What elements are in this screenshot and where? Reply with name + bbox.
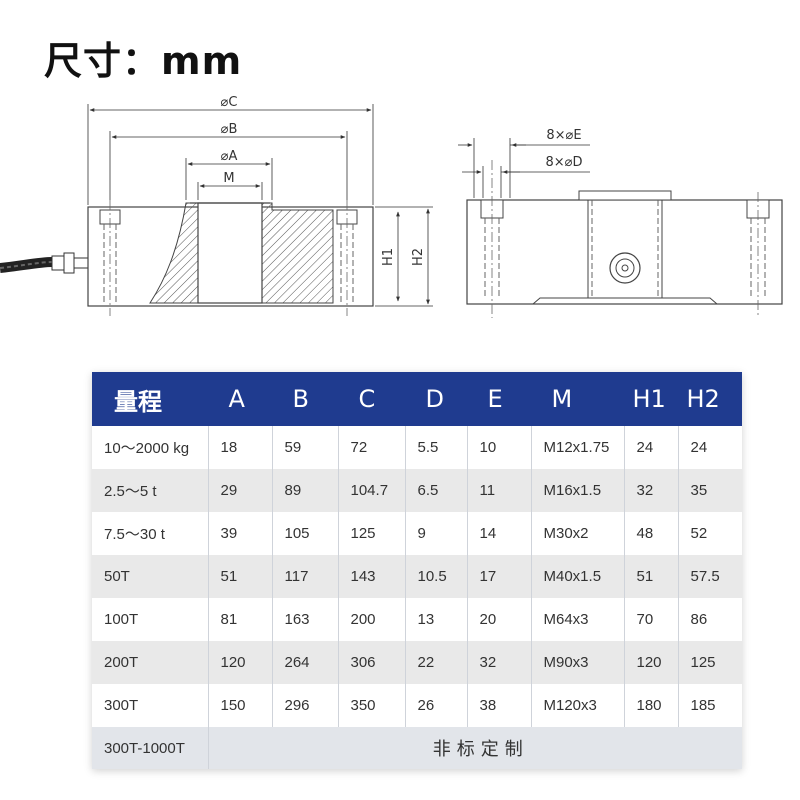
header-d: D bbox=[405, 372, 468, 426]
table-cell: 35 bbox=[678, 469, 742, 512]
table-cell: 2.5～5 t bbox=[92, 469, 209, 512]
table-cell: 9 bbox=[405, 512, 468, 555]
table-cell: M120x3 bbox=[531, 684, 625, 727]
table-cell: 7.5～30 t bbox=[92, 512, 209, 555]
spec-table: 量程 A B C D E M H1 H2 10～2000 kg 18 59 72… bbox=[92, 372, 742, 769]
table-header-row: 量程 A B C D E M H1 H2 bbox=[92, 372, 742, 426]
table-cell: 70 bbox=[624, 598, 679, 641]
table-cell: 39 bbox=[208, 512, 273, 555]
header-b: B bbox=[272, 372, 339, 426]
table-cell: M90x3 bbox=[531, 641, 625, 684]
table-cell: 100T bbox=[92, 598, 209, 641]
table-cell: 38 bbox=[467, 684, 532, 727]
table-cell: 32 bbox=[467, 641, 532, 684]
table-cell: 5.5 bbox=[405, 426, 468, 469]
table-row: 10～2000 kg 18 59 72 5.5 10 M12x1.75 24 2… bbox=[92, 426, 742, 469]
table-cell: 18 bbox=[208, 426, 273, 469]
table-cell: 105 bbox=[272, 512, 339, 555]
table-row: 7.5～30 t 39 105 125 9 14 M30x2 48 52 bbox=[92, 512, 742, 555]
table-footer-row: 300T-1000T 非标定制 bbox=[92, 727, 742, 769]
table-cell: 29 bbox=[208, 469, 273, 512]
footer-range: 300T-1000T bbox=[92, 727, 209, 769]
table-cell: 163 bbox=[272, 598, 339, 641]
table-cell: 89 bbox=[272, 469, 339, 512]
table-cell: 10～2000 kg bbox=[92, 426, 209, 469]
table-cell: 81 bbox=[208, 598, 273, 641]
table-cell: 117 bbox=[272, 555, 339, 598]
table-cell: M16x1.5 bbox=[531, 469, 625, 512]
table-row: 2.5～5 t 29 89 104.7 6.5 11 M16x1.5 32 35 bbox=[92, 469, 742, 512]
table-cell: 52 bbox=[678, 512, 742, 555]
table-cell: 104.7 bbox=[338, 469, 406, 512]
table-cell: 143 bbox=[338, 555, 406, 598]
dim-h2-label: H2 bbox=[411, 248, 426, 266]
table-cell: 86 bbox=[678, 598, 742, 641]
table-cell: 51 bbox=[624, 555, 679, 598]
dim-d-label: 8×⌀D bbox=[545, 155, 582, 170]
table-cell: 17 bbox=[467, 555, 532, 598]
table-cell: 57.5 bbox=[678, 555, 742, 598]
table-cell: 300T bbox=[92, 684, 209, 727]
table-cell: 306 bbox=[338, 641, 406, 684]
table-cell: 48 bbox=[624, 512, 679, 555]
header-a: A bbox=[208, 372, 273, 426]
table-cell: 24 bbox=[624, 426, 679, 469]
table-cell: M64x3 bbox=[531, 598, 625, 641]
table-cell: M30x2 bbox=[531, 512, 625, 555]
dim-a-label: ⌀A bbox=[221, 149, 238, 164]
table-cell: 296 bbox=[272, 684, 339, 727]
table-cell: 10.5 bbox=[405, 555, 468, 598]
front-view: ⌀C ⌀B ⌀A M H1 H2 bbox=[0, 95, 433, 316]
table-cell: 6.5 bbox=[405, 469, 468, 512]
cable bbox=[0, 252, 89, 274]
table-cell: 125 bbox=[338, 512, 406, 555]
spec-table-container: 量程 A B C D E M H1 H2 10～2000 kg 18 59 72… bbox=[92, 372, 742, 769]
table-row: 50T 51 117 143 10.5 17 M40x1.5 51 57.5 bbox=[92, 555, 742, 598]
table-cell: 59 bbox=[272, 426, 339, 469]
table-cell: 14 bbox=[467, 512, 532, 555]
table-cell: 350 bbox=[338, 684, 406, 727]
dim-b-label: ⌀B bbox=[221, 122, 238, 137]
table-row: 200T 120 264 306 22 32 M90x3 120 125 bbox=[92, 641, 742, 684]
table-cell: 22 bbox=[405, 641, 468, 684]
page-title: 尺寸：mm bbox=[44, 39, 243, 83]
dim-h1-label: H1 bbox=[381, 248, 396, 266]
technical-drawing: ⌀C ⌀B ⌀A M H1 H2 bbox=[0, 95, 783, 318]
table-cell: 24 bbox=[678, 426, 742, 469]
table-cell: 120 bbox=[624, 641, 679, 684]
table-cell: 10 bbox=[467, 426, 532, 469]
table-cell: 150 bbox=[208, 684, 273, 727]
table-row: 100T 81 163 200 13 20 M64x3 70 86 bbox=[92, 598, 742, 641]
table-cell: 125 bbox=[678, 641, 742, 684]
table-cell: 180 bbox=[624, 684, 679, 727]
header-e: E bbox=[467, 372, 532, 426]
table-cell: 13 bbox=[405, 598, 468, 641]
header-c: C bbox=[338, 372, 406, 426]
dim-m-label: M bbox=[223, 171, 234, 186]
table-cell: 51 bbox=[208, 555, 273, 598]
table-cell: M40x1.5 bbox=[531, 555, 625, 598]
table-cell: 32 bbox=[624, 469, 679, 512]
dim-c-label: ⌀C bbox=[221, 95, 238, 110]
table-cell: 11 bbox=[467, 469, 532, 512]
footer-custom-note: 非标定制 bbox=[208, 727, 742, 769]
header-h2: H2 bbox=[678, 372, 742, 426]
table-cell: 20 bbox=[467, 598, 532, 641]
table-cell: 200 bbox=[338, 598, 406, 641]
table-cell: M12x1.75 bbox=[531, 426, 625, 469]
header-m: M bbox=[531, 372, 625, 426]
side-body bbox=[466, 199, 783, 305]
table-cell: 264 bbox=[272, 641, 339, 684]
dim-e-label: 8×⌀E bbox=[546, 128, 581, 143]
table-cell: 72 bbox=[338, 426, 406, 469]
header-range: 量程 bbox=[92, 372, 209, 426]
table-row: 300T 150 296 350 26 38 M120x3 180 185 bbox=[92, 684, 742, 727]
side-view: 8×⌀E 8×⌀D bbox=[458, 128, 783, 318]
table-cell: 185 bbox=[678, 684, 742, 727]
header-h1: H1 bbox=[624, 372, 679, 426]
table-cell: 26 bbox=[405, 684, 468, 727]
table-cell: 200T bbox=[92, 641, 209, 684]
table-cell: 50T bbox=[92, 555, 209, 598]
table-cell: 120 bbox=[208, 641, 273, 684]
